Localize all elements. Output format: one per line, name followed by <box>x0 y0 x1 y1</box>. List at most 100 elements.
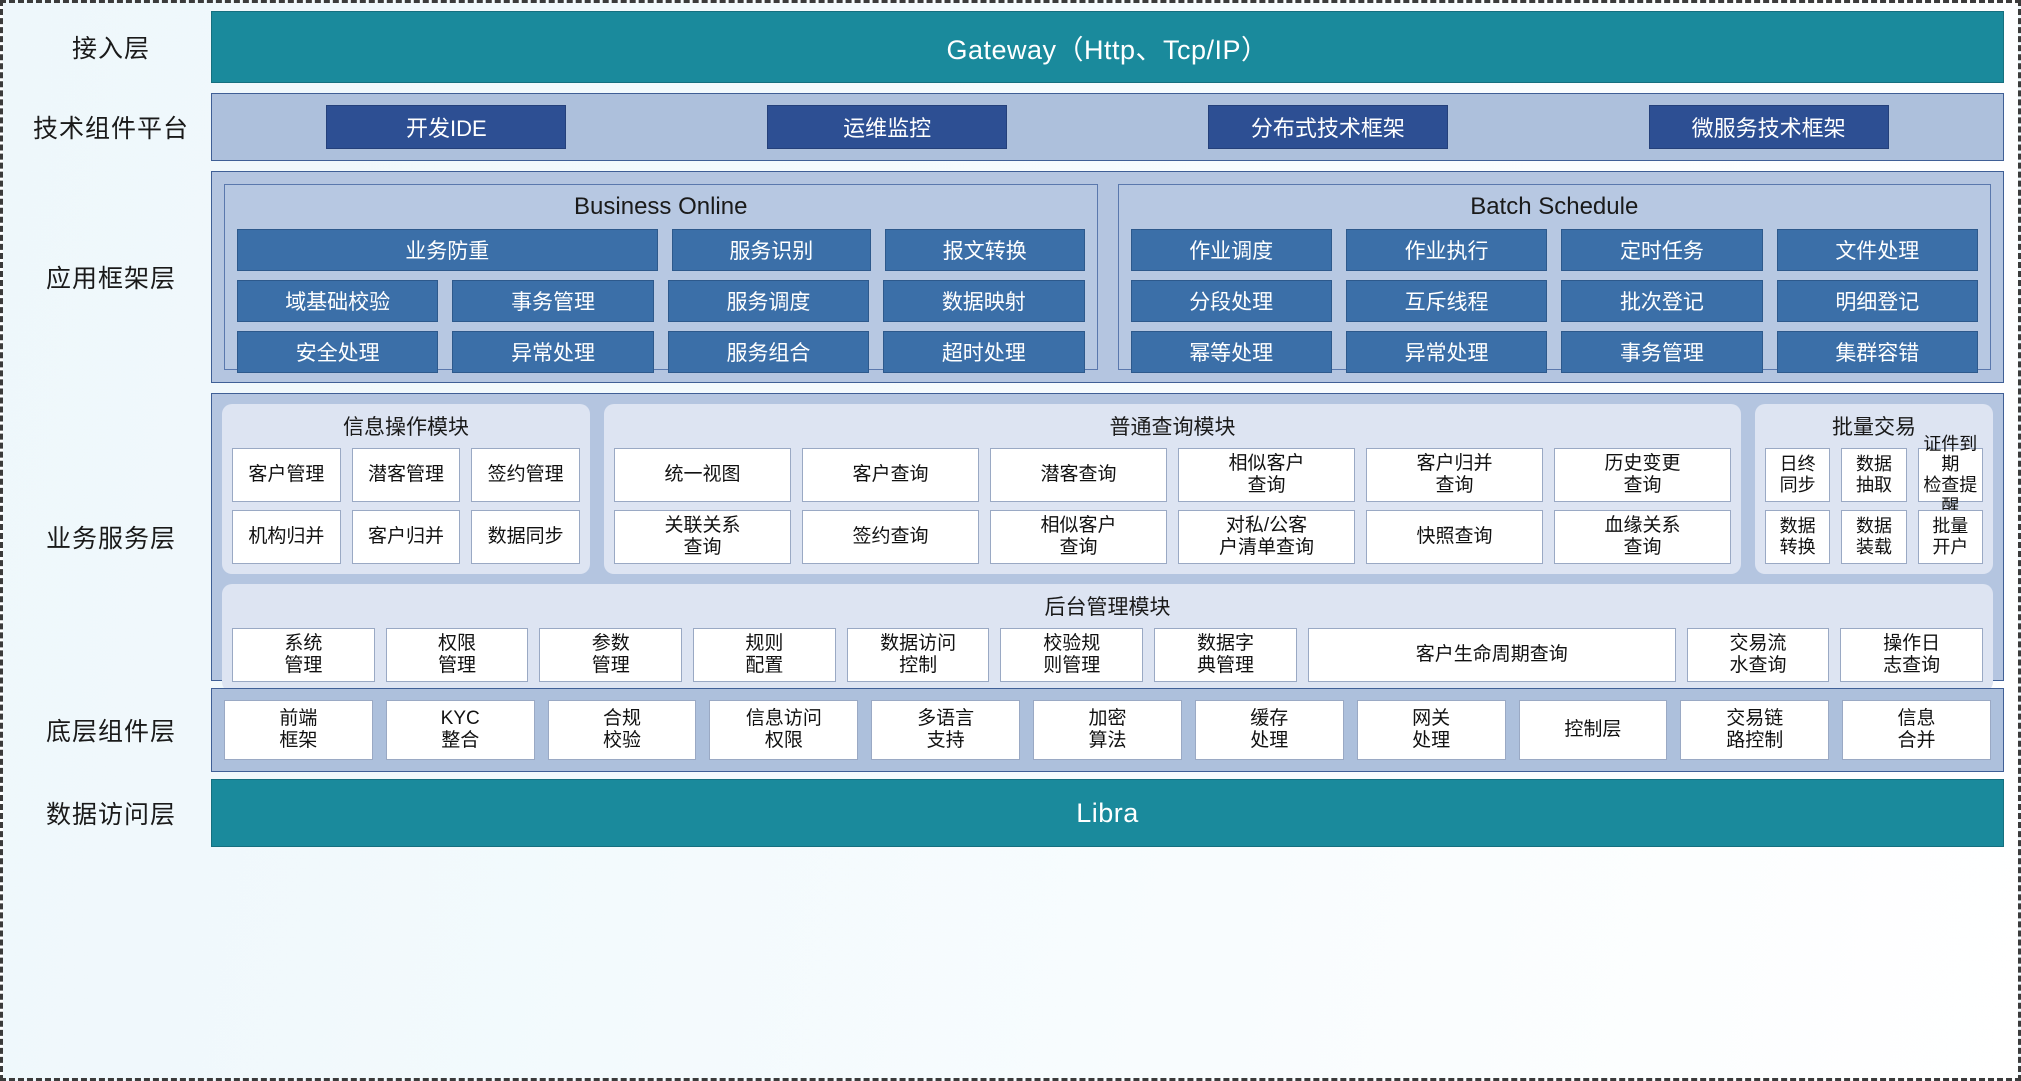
svc-box-query-r1c5[interactable]: 血缘关系 查询 <box>1554 510 1731 564</box>
admin-box-validation-rule-management[interactable]: 校验规 则管理 <box>1000 628 1144 682</box>
tech-box-microservice-framework[interactable]: 微服务技术框架 <box>1648 105 1889 149</box>
framework-group-title-business-online: Business Online <box>574 193 748 220</box>
fw-box-bs-r0c1[interactable]: 作业执行 <box>1345 229 1548 271</box>
comp-box-control-layer[interactable]: 控制层 <box>1518 700 1668 760</box>
spacer <box>11 161 2004 171</box>
svc-box-query-r0c0[interactable]: 统一视图 <box>614 448 791 502</box>
fw-box-bo-r0c2[interactable]: 报文转换 <box>885 229 1085 271</box>
svc-box-info-r1c0[interactable]: 机构归并 <box>232 510 341 564</box>
comp-box-transaction-chain-control[interactable]: 交易链 路控制 <box>1680 700 1830 760</box>
layer-business-service: 业务服务层 信息操作模块 客户管理 潜客管理 签约管理 <box>11 393 2004 692</box>
fw-box-bo-r0c0[interactable]: 业务防重 <box>237 229 658 271</box>
fw-box-bo-r1c1[interactable]: 事务管理 <box>452 280 654 322</box>
tech-box-ops-monitoring[interactable]: 运维监控 <box>767 105 1008 149</box>
spacer <box>11 681 2004 688</box>
svc-row: 关联关系 查询 签约查询 相似客户 查询 对私/公客 户清单查询 快照查询 血缘… <box>614 510 1731 564</box>
layer-label-tech-platform: 技术组件平台 <box>32 115 189 143</box>
fw-box-bo-r2c3[interactable]: 超时处理 <box>883 331 1085 373</box>
svc-box-query-r0c4[interactable]: 客户归并 查询 <box>1366 448 1543 502</box>
comp-box-cache-processing[interactable]: 缓存 处理 <box>1194 700 1344 760</box>
framework-group-title-batch-schedule: Batch Schedule <box>1470 193 1639 220</box>
fw-box-bs-r1c0[interactable]: 分段处理 <box>1130 280 1332 322</box>
fw-box-bo-r2c2[interactable]: 服务组合 <box>667 331 870 373</box>
svc-box-query-r0c2[interactable]: 潜客查询 <box>990 448 1167 502</box>
fw-box-bo-r2c1[interactable]: 异常处理 <box>452 331 654 373</box>
svc-box-info-r0c2[interactable]: 签约管理 <box>471 448 581 502</box>
layer-label-business-service: 业务服务层 <box>45 525 176 553</box>
fw-box-bo-r1c2[interactable]: 服务调度 <box>667 280 870 322</box>
svc-row: 统一视图 客户查询 潜客查询 相似客户 查询 客户归并 查询 历史变更 查询 <box>614 448 1731 502</box>
admin-box-permission-management[interactable]: 权限 管理 <box>385 628 529 682</box>
svc-box-batch-r0c0[interactable]: 日终 同步 <box>1765 448 1831 502</box>
svc-group-title-common-query: 普通查询模块 <box>1109 416 1236 439</box>
fw-box-bs-r0c0[interactable]: 作业调度 <box>1130 229 1332 271</box>
fw-box-bo-r1c0[interactable]: 域基础校验 <box>237 280 439 322</box>
admin-box-operation-log-query[interactable]: 操作日 志查询 <box>1840 628 1983 682</box>
svc-box-batch-r0c2[interactable]: 证件到期 检查提醒 <box>1917 434 1983 516</box>
svc-box-batch-r0c1[interactable]: 数据 抽取 <box>1841 448 1907 502</box>
base-component-panel: 前端 框架 KYC 整合 合规 校验 信息访问 权限 多语言 支持 加密 算法 … <box>211 688 2004 772</box>
svc-box-query-r0c1[interactable]: 客户查询 <box>802 448 979 502</box>
svc-box-batch-r1c1[interactable]: 数据 装载 <box>1841 510 1907 564</box>
svc-box-query-r1c2[interactable]: 相似客户 查询 <box>990 510 1167 564</box>
spacer <box>11 383 2004 393</box>
comp-box-compliance-check[interactable]: 合规 校验 <box>547 700 697 760</box>
svc-box-query-r0c5[interactable]: 历史变更 查询 <box>1554 448 1731 502</box>
gateway-bar[interactable]: Gateway（Http、Tcp/IP） <box>211 11 2004 83</box>
fw-box-bs-r1c1[interactable]: 互斥线程 <box>1345 280 1548 322</box>
svc-box-query-r1c3[interactable]: 对私/公客 户清单查询 <box>1178 510 1355 564</box>
svc-box-query-r1c4[interactable]: 快照查询 <box>1366 510 1543 564</box>
admin-box-data-access-control[interactable]: 数据访问 控制 <box>846 628 990 682</box>
svc-box-info-r1c1[interactable]: 客户归并 <box>351 510 461 564</box>
framework-row: 域基础校验 事务管理 服务调度 数据映射 <box>237 280 1085 322</box>
svc-box-info-r0c1[interactable]: 潜客管理 <box>351 448 461 502</box>
svc-box-batch-r1c0[interactable]: 数据 转换 <box>1765 510 1831 564</box>
admin-box-transaction-flow-query[interactable]: 交易流 水查询 <box>1686 628 1830 682</box>
comp-box-info-merge[interactable]: 信息 合并 <box>1842 700 1991 760</box>
comp-box-kyc-integration[interactable]: KYC 整合 <box>385 700 535 760</box>
spacer <box>11 83 2004 93</box>
layer-body-app-framework: Business Online 业务防重 服务识别 报文转换 域基础校验 事务管… <box>211 171 2004 383</box>
admin-box-system-management[interactable]: 系统 管理 <box>232 628 375 682</box>
svc-box-info-r0c0[interactable]: 客户管理 <box>232 448 341 502</box>
fw-box-bo-r0c1[interactable]: 服务识别 <box>671 229 872 271</box>
comp-box-info-access-permission[interactable]: 信息访问 权限 <box>709 700 859 760</box>
comp-box-frontend-framework[interactable]: 前端 框架 <box>224 700 373 760</box>
fw-box-bo-r2c0[interactable]: 安全处理 <box>237 331 439 373</box>
fw-box-bo-r1c3[interactable]: 数据映射 <box>883 280 1085 322</box>
fw-box-bs-r2c0[interactable]: 幂等处理 <box>1130 331 1332 373</box>
layer-body-base-component: 前端 框架 KYC 整合 合规 校验 信息访问 权限 多语言 支持 加密 算法 … <box>211 688 2004 772</box>
svc-group-admin-module: 后台管理模块 系统 管理 权限 管理 参数 管理 规则 配置 数据访问 控制 校… <box>222 584 1993 692</box>
admin-box-parameter-management[interactable]: 参数 管理 <box>539 628 683 682</box>
tech-box-ide[interactable]: 开发IDE <box>326 105 567 149</box>
fw-box-bs-r1c2[interactable]: 批次登记 <box>1561 280 1763 322</box>
svc-box-query-r0c3[interactable]: 相似客户 查询 <box>1178 448 1355 502</box>
admin-box-rule-config[interactable]: 规则 配置 <box>693 628 836 682</box>
framework-row: 安全处理 异常处理 服务组合 超时处理 <box>237 331 1085 373</box>
admin-box-customer-lifecycle-query[interactable]: 客户生命周期查询 <box>1307 628 1676 682</box>
fw-box-bs-r2c3[interactable]: 集群容错 <box>1776 331 1978 373</box>
comp-box-gateway-processing[interactable]: 网关 处理 <box>1356 700 1506 760</box>
fw-box-bs-r2c1[interactable]: 异常处理 <box>1345 331 1548 373</box>
tech-box-distributed-framework[interactable]: 分布式技术框架 <box>1207 105 1448 149</box>
layer-label-access: 接入层 <box>71 35 150 63</box>
admin-box-data-dictionary-management[interactable]: 数据字 典管理 <box>1154 628 1297 682</box>
fw-box-bs-r1c3[interactable]: 明细登记 <box>1776 280 1978 322</box>
svc-box-info-r1c2[interactable]: 数据同步 <box>471 510 581 564</box>
tech-platform-panel: 开发IDE 运维监控 分布式技术框架 微服务技术框架 <box>211 93 2004 161</box>
framework-row: 分段处理 互斥线程 批次登记 明细登记 <box>1130 280 1978 322</box>
svc-box-batch-r1c2[interactable]: 批量 开户 <box>1917 510 1983 564</box>
framework-grid-batch-schedule: 作业调度 作业执行 定时任务 文件处理 分段处理 互斥线程 批次登记 明细登记 <box>1130 229 1978 373</box>
fw-box-bs-r0c2[interactable]: 定时任务 <box>1561 229 1763 271</box>
fw-box-bs-r0c3[interactable]: 文件处理 <box>1776 229 1978 271</box>
spacer <box>11 772 2004 779</box>
libra-bar[interactable]: Libra <box>211 779 2004 847</box>
svc-box-query-r1c0[interactable]: 关联关系 查询 <box>614 510 791 564</box>
svc-rows-batch-transaction: 日终 同步 数据 抽取 证件到期 检查提醒 数据 转换 数据 装载 批量 开户 <box>1765 434 1983 564</box>
comp-box-multilanguage-support[interactable]: 多语言 支持 <box>871 700 1021 760</box>
layer-label-data-access: 数据访问层 <box>45 801 176 829</box>
fw-box-bs-r2c2[interactable]: 事务管理 <box>1561 331 1763 373</box>
svc-row: 日终 同步 数据 抽取 证件到期 检查提醒 <box>1765 434 1983 516</box>
svc-box-query-r1c1[interactable]: 签约查询 <box>802 510 979 564</box>
comp-box-encryption-algorithm[interactable]: 加密 算法 <box>1033 700 1182 760</box>
